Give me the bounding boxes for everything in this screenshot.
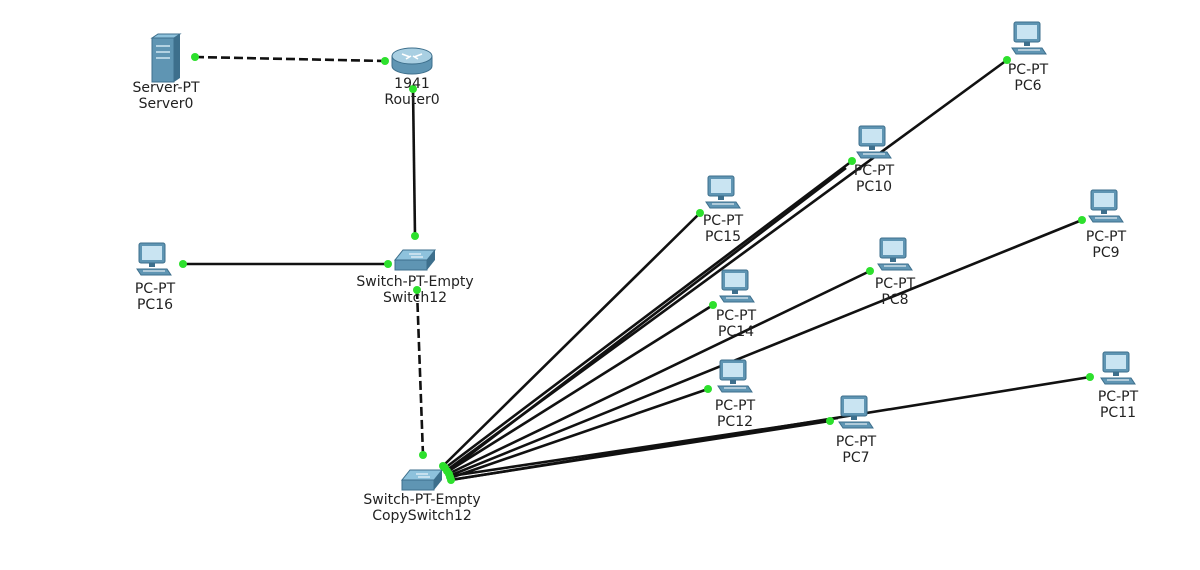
pc-icon[interactable] xyxy=(1100,351,1136,385)
port-status-dot xyxy=(447,476,455,484)
pc-icon[interactable] xyxy=(717,359,753,393)
device-model: PC-PT xyxy=(702,213,744,229)
device-model: Server-PT xyxy=(132,80,200,96)
port-status-dot xyxy=(848,157,856,165)
device-name: PC16 xyxy=(136,297,174,313)
switch-icon[interactable] xyxy=(393,249,437,271)
device-name: PC6 xyxy=(1014,78,1042,94)
port-status-dot xyxy=(179,260,187,268)
link-copyswitch12-pc9[interactable] xyxy=(448,218,1083,478)
device-model: PC-PT xyxy=(853,163,895,179)
device-name: PC11 xyxy=(1099,405,1137,421)
link-copyswitch12-pc7-b[interactable] xyxy=(450,416,839,478)
port-status-dot xyxy=(704,385,712,393)
link-copyswitch12-pc10-b[interactable] xyxy=(445,166,847,475)
port-status-dot xyxy=(419,451,427,459)
switch-icon[interactable] xyxy=(400,469,444,491)
device-model: PC-PT xyxy=(835,434,877,450)
device-name: Server0 xyxy=(138,96,194,112)
pc-icon[interactable] xyxy=(719,269,755,303)
devices-layer xyxy=(136,21,1136,491)
pc-icon[interactable] xyxy=(877,237,913,271)
port-status-dot xyxy=(191,53,199,61)
device-model: Switch-PT-Empty xyxy=(356,274,474,290)
device-name: PC14 xyxy=(717,324,755,340)
pc-icon[interactable] xyxy=(856,125,892,159)
pc-icon[interactable] xyxy=(1011,21,1047,55)
ports-layer xyxy=(179,53,1094,484)
device-model: PC-PT xyxy=(715,308,757,324)
port-status-dot xyxy=(866,267,874,275)
device-model: 1941 xyxy=(394,76,430,92)
device-model: PC-PT xyxy=(1097,389,1139,405)
device-model: PC-PT xyxy=(134,281,176,297)
port-status-dot xyxy=(1003,56,1011,64)
pc-icon[interactable] xyxy=(838,395,874,429)
port-status-dot xyxy=(1086,373,1094,381)
device-name: PC10 xyxy=(855,179,893,195)
port-status-dot xyxy=(381,57,389,65)
link-copyswitch12-pc10[interactable] xyxy=(444,159,853,470)
port-status-dot xyxy=(413,286,421,294)
server-icon[interactable] xyxy=(150,33,182,83)
port-status-dot xyxy=(826,417,834,425)
link-copyswitch12-pc14[interactable] xyxy=(446,303,714,474)
pc-icon[interactable] xyxy=(136,242,172,276)
link-copyswitch12-pc12[interactable] xyxy=(449,387,709,480)
link-copyswitch12-pc8[interactable] xyxy=(447,269,871,476)
device-name: CopySwitch12 xyxy=(372,508,472,524)
link-switch12-copyswitch12[interactable] xyxy=(415,289,425,456)
port-status-dot xyxy=(409,85,417,93)
device-model: PC-PT xyxy=(874,276,916,292)
device-name: PC12 xyxy=(716,414,754,430)
port-status-dot xyxy=(709,301,717,309)
device-name: PC8 xyxy=(881,292,909,308)
port-status-dot xyxy=(1078,216,1086,224)
router-icon[interactable] xyxy=(391,47,433,75)
links-layer xyxy=(183,55,1091,482)
pc-icon[interactable] xyxy=(1088,189,1124,223)
device-model: PC-PT xyxy=(1085,229,1127,245)
link-copyswitch12-pc15[interactable] xyxy=(442,212,701,467)
port-status-dot xyxy=(696,209,704,217)
device-model: PC-PT xyxy=(1007,62,1049,78)
pc-icon[interactable] xyxy=(705,175,741,209)
port-status-dot xyxy=(384,260,392,268)
device-model: PC-PT xyxy=(714,398,756,414)
port-status-dot xyxy=(411,232,419,240)
link-server0-router0[interactable] xyxy=(194,55,386,63)
device-name: PC7 xyxy=(842,450,870,466)
device-name: PC9 xyxy=(1092,245,1120,261)
device-name: PC15 xyxy=(704,229,742,245)
device-name: Router0 xyxy=(384,92,440,108)
device-model: Switch-PT-Empty xyxy=(363,492,481,508)
link-router0-switch12[interactable] xyxy=(411,88,417,237)
device-name: Switch12 xyxy=(382,290,448,306)
